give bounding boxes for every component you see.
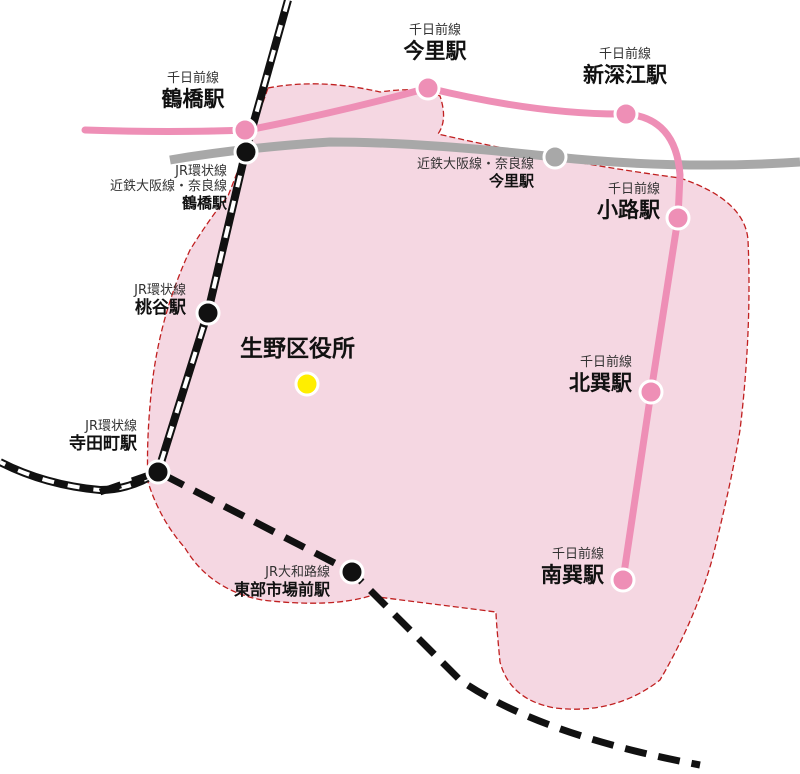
station-name: 鶴橋駅: [181, 193, 227, 212]
line-name: JR環状線: [175, 164, 227, 179]
station-name: 南巽駅: [541, 562, 604, 587]
line-name: 千日前線: [408, 23, 461, 38]
station-kintetsu-imazato[interactable]: [542, 144, 568, 170]
line-name: 近鉄大阪線・奈良線: [416, 157, 534, 172]
station-imazato-sennichimae[interactable]: [415, 75, 441, 101]
label-imazato-sennichimae: 千日前線 今里駅: [403, 23, 467, 63]
station-name: 新深江駅: [583, 62, 667, 87]
ward-area: [146, 83, 750, 710]
line-name: JR環状線: [85, 419, 137, 434]
station-name: 桃谷駅: [135, 297, 186, 318]
station-shinfukae[interactable]: [613, 101, 639, 127]
ward-office-marker[interactable]: [294, 371, 320, 397]
station-name: 今里駅: [403, 38, 467, 63]
line-name: 千日前線: [598, 47, 651, 62]
label-tsuruhashi-sennichimae: 千日前線 鶴橋駅: [161, 71, 225, 111]
station-minamitatsumi[interactable]: [610, 567, 636, 593]
label-higashibu: JR大和路線 東部市場前駅: [233, 565, 330, 599]
station-higashibu[interactable]: [339, 559, 365, 585]
line-name: 千日前線: [166, 71, 219, 86]
station-name: 今里駅: [488, 171, 534, 190]
line-name: 千日前線: [551, 547, 604, 562]
label-kitatatsumi: 千日前線 北巽駅: [569, 355, 632, 395]
station-name: 小路駅: [597, 197, 660, 222]
jr-yamatoji-line: [98, 468, 701, 769]
station-tsuruhashi-sennichimae[interactable]: [232, 117, 258, 143]
label-teradacho: JR環状線 寺田町駅: [69, 419, 137, 454]
ward-office-label: 生野区役所: [240, 336, 355, 362]
line-name: JR大和路線: [265, 565, 330, 580]
label-shinfukae: 千日前線 新深江駅: [583, 47, 667, 87]
line-name: 千日前線: [607, 182, 660, 197]
label-minamitatsumi: 千日前線 南巽駅: [541, 547, 604, 587]
station-name: 東部市場前駅: [233, 579, 330, 599]
station-name: 寺田町駅: [69, 433, 137, 454]
label-momodani: JR環状線 桃谷駅: [134, 283, 186, 318]
line-name: 千日前線: [579, 355, 632, 370]
label-kintetsu-imazato: 近鉄大阪線・奈良線 今里駅: [416, 157, 534, 190]
station-tsuruhashi-jr[interactable]: [233, 139, 259, 165]
label-tsuruhashi-jr: JR環状線 近鉄大阪線・奈良線 鶴橋駅: [109, 164, 227, 212]
station-kitatatsumi[interactable]: [638, 379, 664, 405]
station-teradacho[interactable]: [145, 459, 171, 485]
line-name-2: 近鉄大阪線・奈良線: [109, 178, 227, 194]
line-name: JR環状線: [134, 283, 186, 298]
label-shoji: 千日前線 小路駅: [597, 182, 660, 222]
station-name: 鶴橋駅: [161, 86, 225, 111]
station-momodani[interactable]: [195, 300, 221, 326]
station-shoji[interactable]: [665, 205, 691, 231]
station-name: 北巽駅: [569, 370, 632, 395]
